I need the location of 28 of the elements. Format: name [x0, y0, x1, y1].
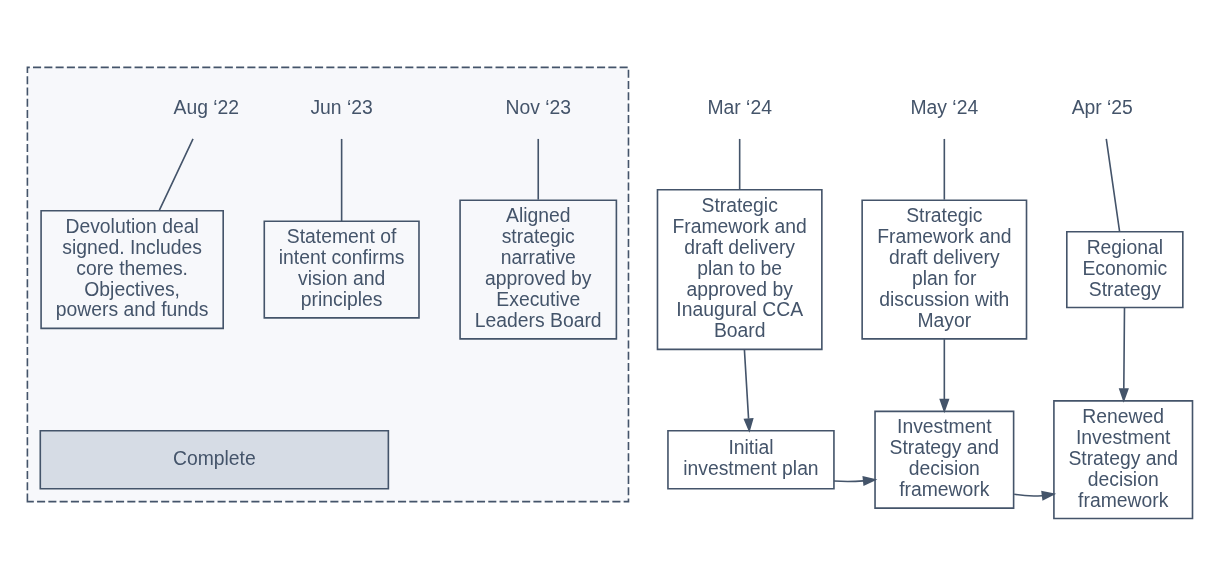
- arrow: [1013, 490, 1057, 501]
- arrow: [939, 338, 950, 414]
- node-text: Apr ‘25: [1071, 97, 1133, 119]
- node-box: Statement of intent confirms vision and principles: [263, 220, 420, 319]
- node-box: Devolution deal signed. Includes core themes. Objectives, powers and funds: [40, 209, 224, 330]
- node-box: Initial investment plan: [667, 429, 835, 490]
- node-box: Renewed Investment Strategy and decision framework: [1053, 400, 1194, 520]
- connector: [158, 138, 194, 211]
- node-text: Nov ‘23: [505, 97, 572, 119]
- node-box: Strategic Framework and draft delivery plan for discussion with Mayor: [861, 199, 1028, 340]
- node-box: Investment Strategy and decision framework: [874, 410, 1015, 509]
- node-box: Complete: [39, 429, 390, 490]
- arrow: [743, 348, 754, 433]
- arrow: [833, 475, 878, 486]
- connector: [943, 138, 946, 201]
- node-text: May ‘24: [910, 97, 979, 119]
- cluster: [26, 66, 630, 503]
- node-box: Regional Economic Strategy: [1066, 230, 1184, 309]
- node-text: Aug ‘22: [173, 97, 240, 119]
- node-box: Aligned strategic narrative approved by Executive Leaders Board: [459, 199, 618, 340]
- connector: [1105, 138, 1121, 233]
- arrow: [1118, 306, 1129, 403]
- node-text: Jun ‘23: [310, 97, 373, 119]
- connector: [738, 138, 741, 191]
- node-box: Strategic Framework and draft delivery plan to be approved by Inaugural CCA Board: [656, 189, 823, 351]
- connector: [537, 138, 540, 201]
- connector: [340, 138, 343, 222]
- node-text: Mar ‘24: [707, 97, 772, 119]
